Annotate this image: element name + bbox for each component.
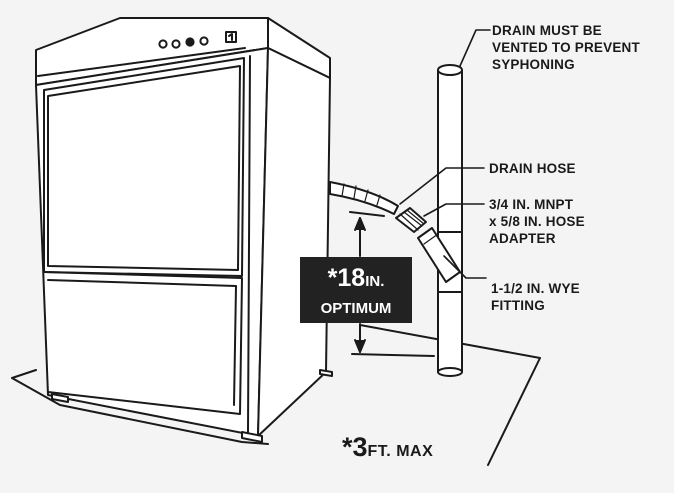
height-dimension [349,211,435,357]
height-unit: IN. [365,273,385,290]
leader-adapter [423,203,485,217]
control-knob-4 [199,36,209,46]
floor-outline [11,324,541,466]
hose-adapter [395,207,427,233]
dishwasher [35,17,333,443]
control-knob-3 [185,37,195,47]
control-knob-2 [171,39,181,49]
leader-drain-hose [399,167,485,205]
wye-label: 1-1/2 IN. WYE FITTING [491,281,580,313]
leader-wye [443,255,487,279]
height-value: *18 [327,264,366,292]
leader-vent [459,29,491,67]
drain-hose-label: DRAIN HOSE [489,161,576,176]
distance-unit: FT. MAX [367,443,434,460]
vent-label: DRAIN MUST BE VENTED TO PREVENT SYPHONIN… [492,23,640,72]
distance-badge: *3FT. MAX [342,432,433,463]
vent-pipe [437,64,463,377]
adapter-label: 3/4 IN. MNPT x 5/8 IN. HOSE ADAPTER [489,197,585,246]
height-note: OPTIMUM [320,300,392,317]
control-display-icon [225,31,237,43]
distance-value: *3 [342,432,368,462]
height-badge: *18IN. OPTIMUM [300,257,412,323]
drain-hose [329,181,399,215]
control-knob-1 [158,39,168,49]
